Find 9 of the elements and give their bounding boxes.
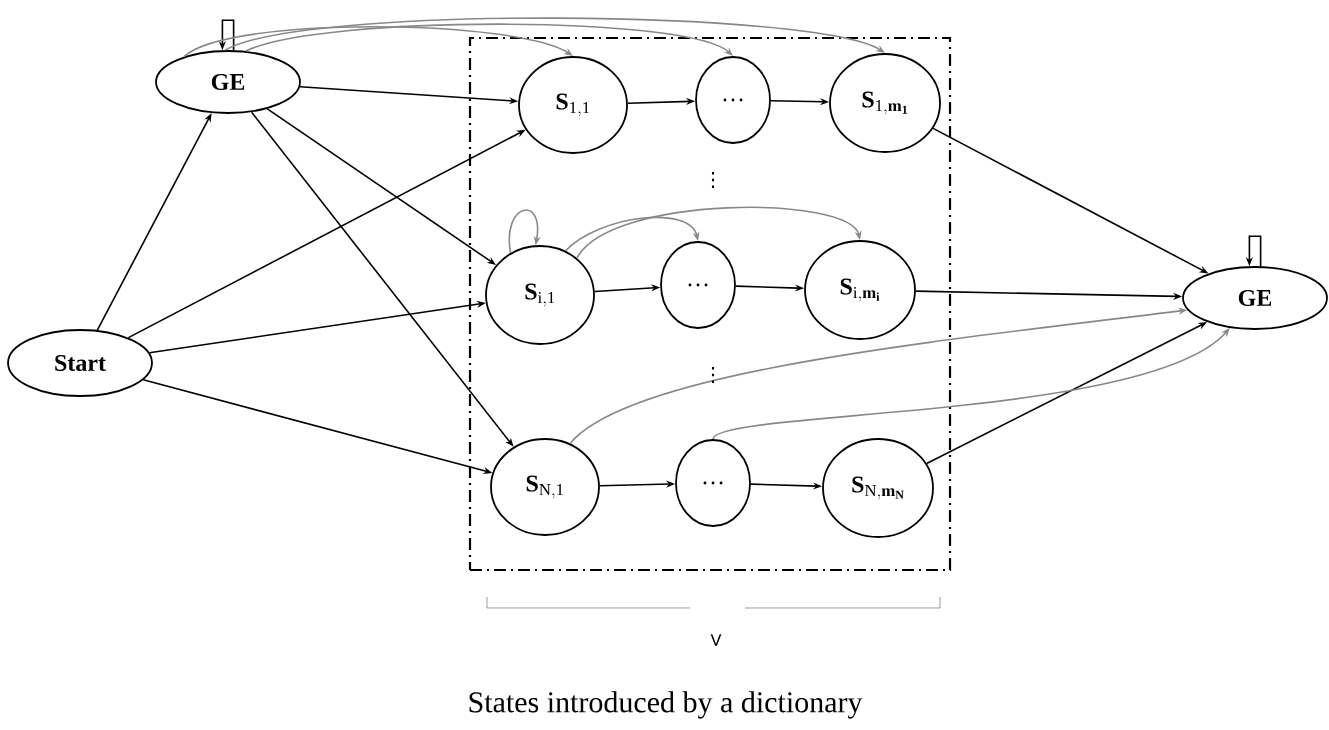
arrow [508,209,541,254]
vertical-ellipsis: ⋮ [711,366,715,384]
arrow [183,26,573,58]
caption: States introduced by a dictionary [469,691,863,719]
dictionary-box [468,36,952,572]
arrow [564,216,700,252]
bracket-label: V [710,634,722,646]
arrow [576,206,862,259]
vertical-ellipsis: ⋮ [711,171,715,189]
